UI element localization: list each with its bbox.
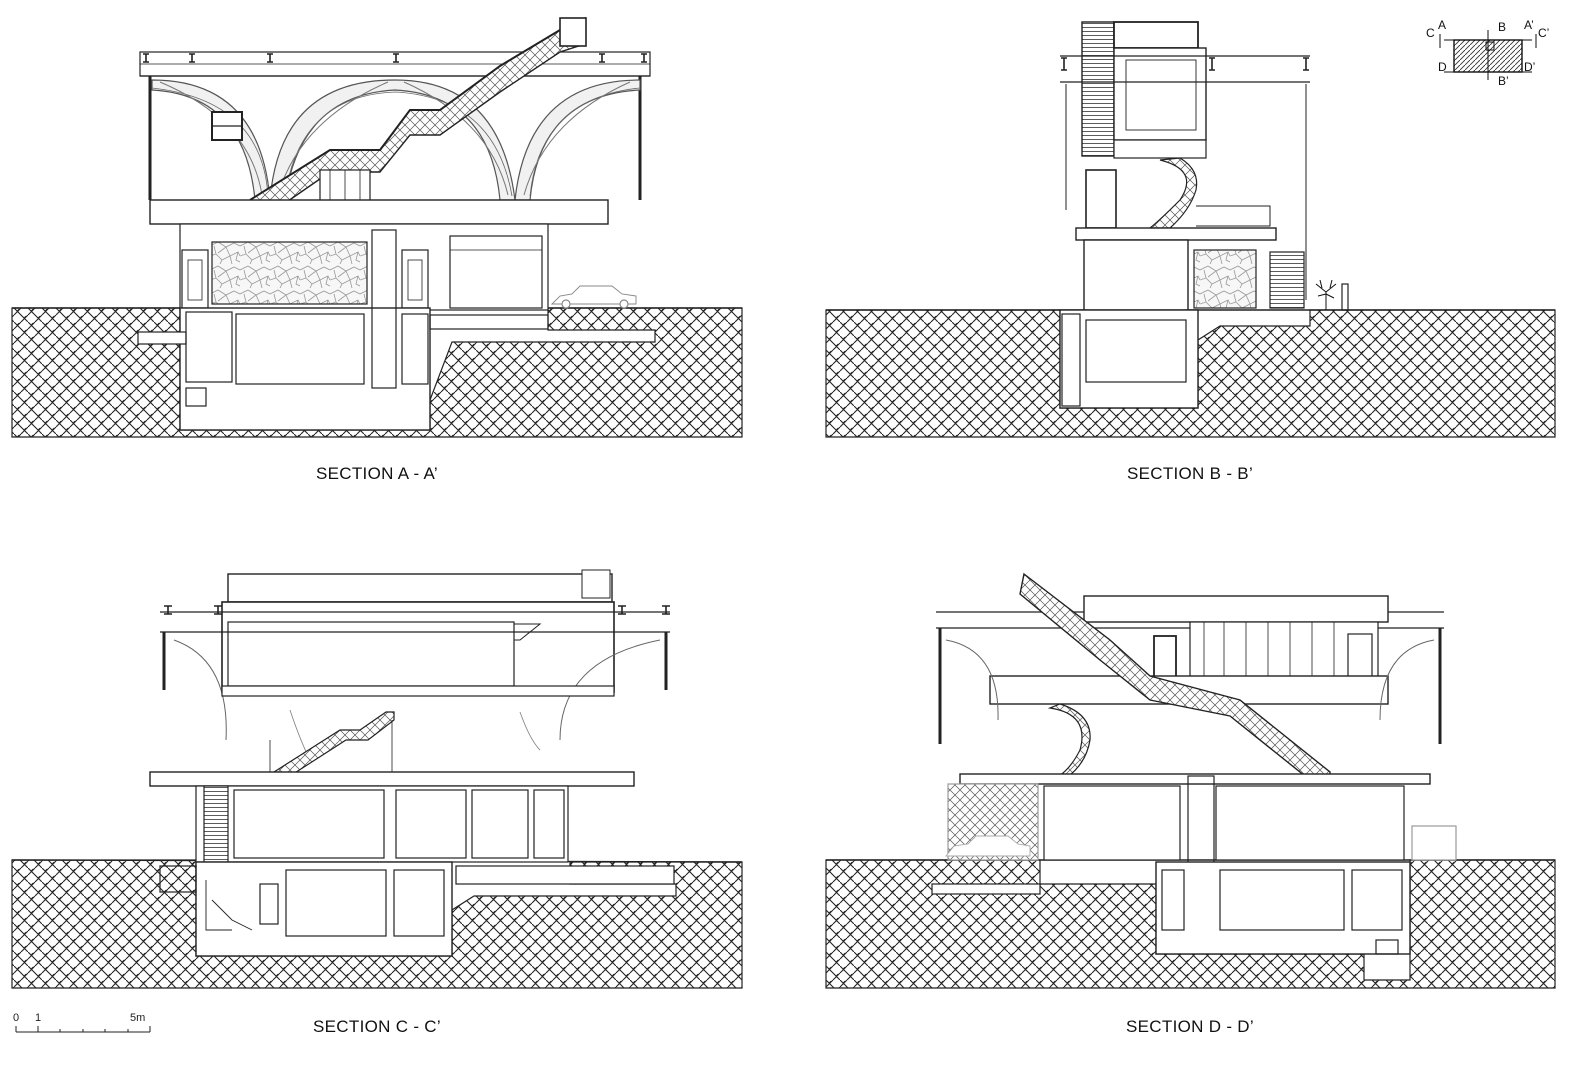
scale-label-1: 1 [35,1012,42,1024]
scale-label-5m: 5m [130,1012,146,1024]
section-a-drawing [11,16,743,438]
key-label-d: D [1438,60,1447,74]
section-c-caption: SECTION C - C’ [313,1017,441,1036]
car-a [550,285,637,305]
scale-bar [15,1026,151,1033]
car-d [945,835,1031,857]
key-label-c: C [1426,26,1435,40]
scale-label-0: 0 [13,1012,20,1024]
section-b-drawing [825,21,1556,438]
spiral-stair-d [1047,703,1091,779]
stone-wall-b [1193,249,1257,309]
key-label-b: B [1498,20,1507,34]
key-label-c-prime: C’ [1538,26,1550,40]
spiral-stair-b [1148,157,1198,229]
section-b-caption: SECTION B - B’ [1126,464,1254,483]
stone-wall-a [211,241,368,305]
key-label-a: A [1438,18,1447,32]
section-c-drawing [11,569,743,989]
key-label-a-prime: A’ [1524,18,1534,32]
section-d-drawing [825,572,1556,989]
section-d-caption: SECTION D - D’ [1126,1017,1254,1036]
stair-c [272,711,395,777]
tree-b [1315,279,1337,310]
key-label-d-prime: D’ [1524,60,1536,74]
key-label-b-prime: B’ [1498,74,1509,88]
section-a-caption: SECTION A - A’ [316,464,438,483]
key-plan [1439,30,1537,80]
